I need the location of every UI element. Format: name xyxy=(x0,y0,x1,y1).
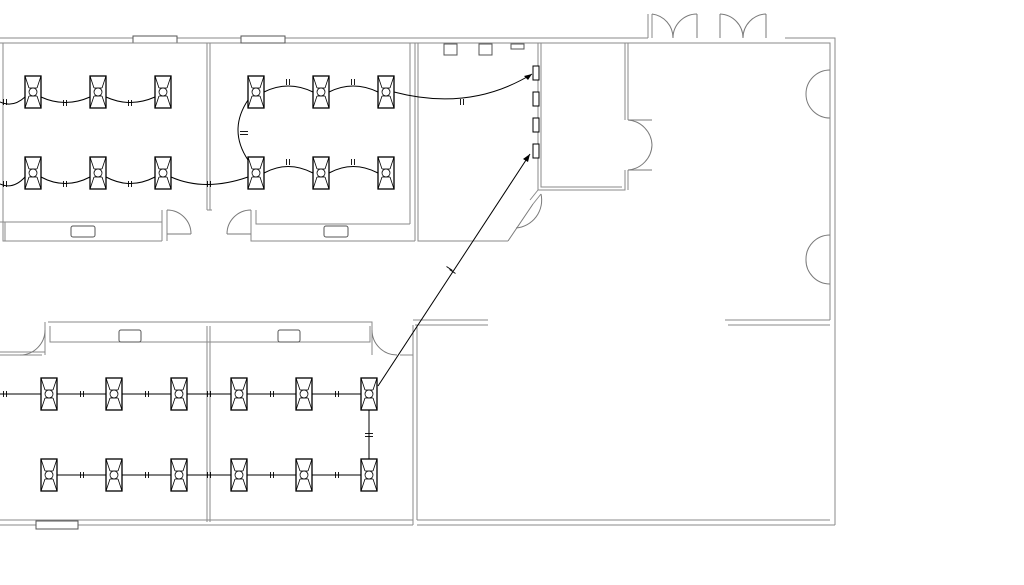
fixture-receptacle xyxy=(70,225,96,238)
home-run-arrow xyxy=(523,154,530,162)
troffer-light-fixture xyxy=(377,75,395,109)
troffer-light-fixture xyxy=(360,458,378,492)
troffer-light-fixture xyxy=(360,377,378,411)
troffer-light-fixture xyxy=(40,458,58,492)
fixture-receptacle xyxy=(277,329,301,343)
troffer-light-fixture xyxy=(154,75,172,109)
troffer-light-fixture xyxy=(247,156,265,190)
wire-tick xyxy=(446,266,453,271)
walls xyxy=(0,14,836,530)
troffer-light-fixture xyxy=(170,377,188,411)
electrical-panels xyxy=(532,65,540,159)
wire-tick xyxy=(449,269,456,274)
troffer-light-fixture xyxy=(230,458,248,492)
electrical-panel xyxy=(532,91,540,107)
electrical-panel xyxy=(532,117,540,133)
equipment xyxy=(443,43,458,56)
troffer-light-fixture xyxy=(89,75,107,109)
equipment xyxy=(510,43,525,50)
fixture-receptacle xyxy=(323,225,349,238)
doors xyxy=(19,13,831,356)
troffer-light-fixture xyxy=(377,156,395,190)
home-run-arrows xyxy=(523,74,532,162)
window xyxy=(35,520,79,530)
home-run-arrow xyxy=(524,74,532,80)
troffer-light-fixture xyxy=(295,458,313,492)
troffer-light-fixture xyxy=(170,458,188,492)
troffer-light-fixture xyxy=(105,377,123,411)
light-fixtures xyxy=(24,75,395,492)
troffer-light-fixture xyxy=(24,156,42,190)
electrical-panel xyxy=(532,143,540,159)
window xyxy=(132,35,178,44)
troffer-light-fixture xyxy=(295,377,313,411)
troffer-light-fixture xyxy=(230,377,248,411)
fixture-receptacle xyxy=(118,329,142,343)
troffer-light-fixture xyxy=(312,156,330,190)
troffer-light-fixture xyxy=(40,377,58,411)
circuit-wiring xyxy=(0,73,533,476)
window xyxy=(240,35,286,44)
troffer-light-fixture xyxy=(89,156,107,190)
troffer-light-fixture xyxy=(312,75,330,109)
troffer-light-fixture xyxy=(247,75,265,109)
equipment xyxy=(478,43,493,56)
troffer-light-fixture xyxy=(154,156,172,190)
electrical-panel xyxy=(532,65,540,81)
wire-ticks xyxy=(3,79,464,478)
troffer-light-fixture xyxy=(24,75,42,109)
troffer-light-fixture xyxy=(105,458,123,492)
